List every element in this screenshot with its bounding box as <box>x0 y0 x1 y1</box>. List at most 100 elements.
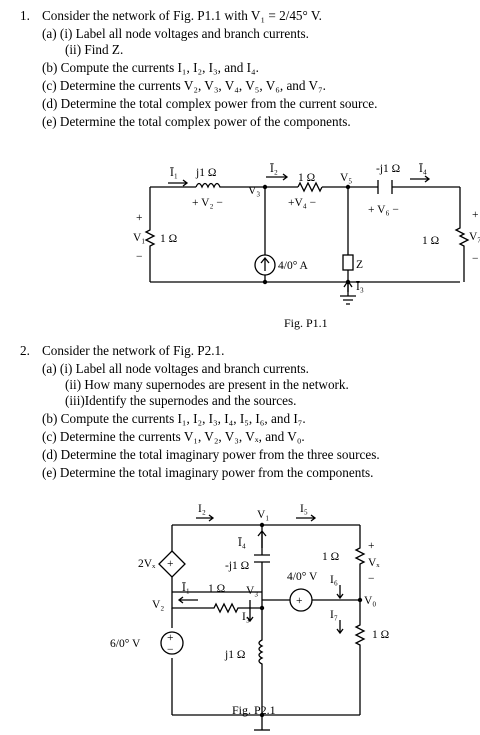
label-minus-v1: − <box>136 251 143 263</box>
label-v2-p2: V₂ <box>152 599 164 611</box>
i3-arrow-p2 <box>246 600 254 623</box>
label-src4-p2: 4/0° V <box>287 571 318 583</box>
label-z: Z <box>356 259 363 271</box>
resistor-mid <box>210 602 262 614</box>
problem-1-item-b: (b) Compute the currents I₁, I₂, I₃, and… <box>42 60 259 75</box>
label-src6-plus: + <box>167 632 174 644</box>
i1-arrow-p2 <box>177 596 198 604</box>
label-src6-minus: − <box>167 644 174 656</box>
source4-circle <box>289 588 313 612</box>
problem-2-item-c: (c) Determine the currents V₁, V₂, V₃, V… <box>42 429 305 444</box>
problem-1-number: 1. <box>20 8 30 23</box>
label-i5-p2: I₅ <box>300 503 308 515</box>
problem-2-stem: Consider the network of Fig. P2.1. <box>42 343 225 358</box>
label-v1-p2: V₁ <box>257 509 269 521</box>
label-x1: j1 Ω <box>195 167 216 179</box>
label-dep-plus: + <box>167 558 174 570</box>
label-v2: + V₂ − <box>192 197 223 209</box>
node-dot <box>259 712 265 718</box>
label-i7-p2: I₇ <box>330 609 338 621</box>
label-plus-v1: + <box>136 212 143 224</box>
inductor-branch <box>258 562 264 715</box>
node-dot <box>345 279 351 285</box>
dep-source-diamond <box>158 550 186 578</box>
label-i4-p2: Ī₄ <box>238 536 246 549</box>
label-v3-p2: V₃ <box>246 585 258 597</box>
label-v5: V₅ <box>340 172 352 184</box>
bottom-wire-p2 <box>172 714 360 730</box>
i2-arrow <box>266 173 289 181</box>
problem-2-item-b: (b) Compute the currents I₁, I₂, I₃, I₄,… <box>42 411 306 426</box>
label-rv1: 1 Ω <box>160 233 177 245</box>
resistor-v1-branch <box>144 187 156 282</box>
problem-2-number: 2. <box>20 343 30 358</box>
label-xc-p2: -j1 Ω <box>225 560 249 572</box>
node-dot <box>262 279 268 285</box>
ground-p1 <box>340 295 356 305</box>
problem-1-stem: Consider the network of Fig. P1.1 with V… <box>42 8 322 23</box>
label-r1-p2: 1 Ω <box>208 583 225 595</box>
figure-p1-caption: Fig. P1.1 <box>284 316 328 330</box>
label-xc: -j1 Ω <box>376 163 400 175</box>
label-src: 4/0° A <box>278 260 309 272</box>
label-i1-p2: Ī₁ <box>182 581 190 594</box>
problem-2-item-e: (e) Determine the total imaginary power … <box>42 465 374 480</box>
z-box <box>342 254 354 271</box>
label-i1: Ī₁ <box>170 166 178 179</box>
label-i4: Ī₄ <box>419 162 427 175</box>
label-rx-p2: 1 Ω <box>322 551 339 563</box>
problem-2-item-a: (a) (i) Label all node voltages and bran… <box>42 361 309 376</box>
i1-arrow <box>168 179 189 187</box>
problem-2-item-a2: (ii) How many supernodes are present in … <box>65 377 349 392</box>
resistor-v7-branch <box>454 187 470 282</box>
node-dot <box>357 597 363 603</box>
node-dot <box>259 605 265 611</box>
capacitor-xc-p2 <box>254 554 270 563</box>
label-i2: Ī₂ <box>270 162 278 175</box>
label-plus-v7: + <box>472 209 479 221</box>
i5-arrow-p2 <box>296 514 317 522</box>
label-v3: V₃ <box>248 185 260 197</box>
problem-1-item-c: (c) Determine the currents V₂, V₃, V₄, V… <box>42 78 326 93</box>
figure-p2-caption: Fig. P2.1 <box>232 703 276 717</box>
i4-arrow-p2 <box>257 529 267 548</box>
label-v6: + V₆ − <box>368 204 399 216</box>
node-dot <box>345 184 351 190</box>
i6-arrow-p2 <box>336 585 344 600</box>
label-v1: V₁ <box>133 232 145 244</box>
current-source-arrow <box>260 256 270 271</box>
label-src4-plus: + <box>296 595 303 607</box>
label-v0-p2: V₀ <box>364 595 376 607</box>
label-xl-p2: j1 Ω <box>224 649 245 661</box>
label-i2-p2: I₂ <box>198 503 206 515</box>
resistor-rx <box>354 525 366 600</box>
problem-1-item-d: (d) Determine the total complex power fr… <box>42 96 378 111</box>
i4-arrow <box>410 175 431 183</box>
label-src6-p2: 6/0° V <box>110 638 141 650</box>
label-i6-p2: I₆ <box>330 574 338 586</box>
label-dep-p2: 2Vₓ <box>138 558 156 570</box>
source6-circle <box>160 631 184 655</box>
capacitor-c1 <box>377 180 393 194</box>
i2-arrow-p2 <box>196 514 215 522</box>
problem-2-item-d: (d) Determine the total imaginary power … <box>42 447 380 462</box>
problem-2-item-a3: (iii)Identify the supernodes and the sou… <box>65 393 297 408</box>
current-source-circle <box>254 254 276 276</box>
label-rv7: 1 Ω <box>422 235 439 247</box>
problem-1-item-a: (a) (i) Label all node voltages and bran… <box>42 26 309 41</box>
node-dot <box>262 184 268 190</box>
label-vx-minus: − <box>368 573 375 585</box>
label-v4: +V₄ − <box>288 197 316 209</box>
problem-1-item-e: (e) Determine the total complex power of… <box>42 114 351 129</box>
resistor-r2 <box>354 600 366 715</box>
inductor-j1 <box>195 182 222 189</box>
label-minus-v7: − <box>472 253 479 265</box>
bottom-wire <box>150 281 460 296</box>
label-vx-p2: Vₓ <box>368 557 380 569</box>
label-r2-p2: 1 Ω <box>372 629 389 641</box>
label-v7: V₇ <box>469 231 480 243</box>
label-i3-p2: I₃ <box>242 611 250 623</box>
i7-arrow-p2 <box>336 620 344 635</box>
